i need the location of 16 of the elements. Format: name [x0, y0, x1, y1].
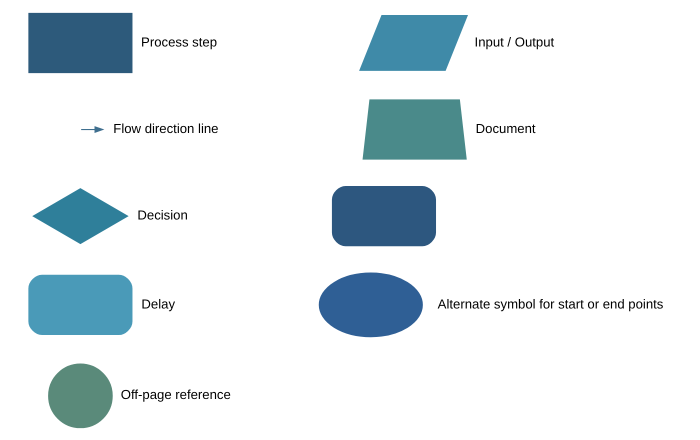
- node-label: Decision: [137, 207, 188, 222]
- node-box: [28, 12, 132, 73]
- node-label: Document: [476, 120, 536, 136]
- node-delay: [28, 274, 132, 335]
- node-ellipse: [318, 272, 423, 337]
- node-document: [362, 98, 467, 160]
- legend-label: Flow direction line: [113, 120, 218, 136]
- node-parallelogram: [359, 14, 468, 70]
- node-label: Input / Output: [474, 34, 554, 49]
- node-diamond: [32, 188, 129, 244]
- node-label: Delay: [141, 296, 176, 311]
- label: Alternate symbol for start or end points: [438, 296, 664, 311]
- node-circle: [48, 363, 113, 428]
- node-label: Off-page reference: [120, 386, 231, 402]
- node-label: Process step: [141, 34, 218, 49]
- node-terminal: [332, 185, 436, 246]
